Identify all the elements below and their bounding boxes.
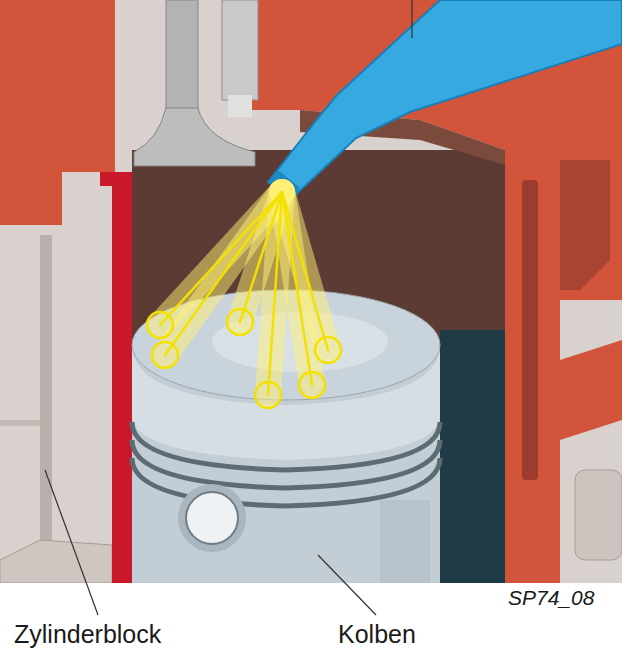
spray-line xyxy=(282,192,312,385)
piston-skirt xyxy=(380,500,430,583)
coolant-channel-right xyxy=(522,180,538,480)
leader-line xyxy=(45,470,98,615)
pin-boss xyxy=(178,484,246,552)
head-casting-left xyxy=(0,0,115,225)
piston-ring xyxy=(132,458,440,506)
background-casting xyxy=(0,0,622,583)
spray-line xyxy=(165,192,282,355)
block-pocket xyxy=(575,470,622,560)
head-port xyxy=(560,160,610,290)
leader-lines xyxy=(45,0,412,615)
block-rib-right xyxy=(560,340,622,440)
valve-stem xyxy=(166,0,198,112)
piston-gap xyxy=(440,330,505,583)
block-right xyxy=(560,300,622,583)
cylinder-liner-left xyxy=(112,172,132,583)
block-edge xyxy=(0,420,40,426)
part-label: Kolben xyxy=(338,620,416,649)
spark-plug-tip xyxy=(228,95,252,117)
cylinder-wall-right xyxy=(505,140,560,583)
spray-line xyxy=(240,192,282,322)
piston-ring xyxy=(132,422,440,470)
spray-jet xyxy=(282,192,328,350)
spark-plug xyxy=(222,0,258,100)
figure-number: SP74_08 xyxy=(508,586,594,610)
piston-ring xyxy=(132,440,440,488)
valve-head xyxy=(134,108,255,166)
spray-line xyxy=(160,192,282,325)
spray-line xyxy=(268,192,282,395)
block-rib xyxy=(0,540,112,583)
combustion-chamber xyxy=(132,150,505,583)
leader-line xyxy=(411,0,412,38)
liner-flange xyxy=(100,172,132,186)
piston-pin-hole xyxy=(186,492,238,544)
spray-line xyxy=(282,192,328,350)
spray-outline xyxy=(147,192,341,408)
leader-line xyxy=(318,555,376,615)
part-label: Zylinderblock xyxy=(14,620,161,649)
fuel-spray xyxy=(147,192,341,408)
coolant-channel xyxy=(40,235,52,583)
cutaway-group xyxy=(0,0,622,583)
injector xyxy=(268,0,622,200)
